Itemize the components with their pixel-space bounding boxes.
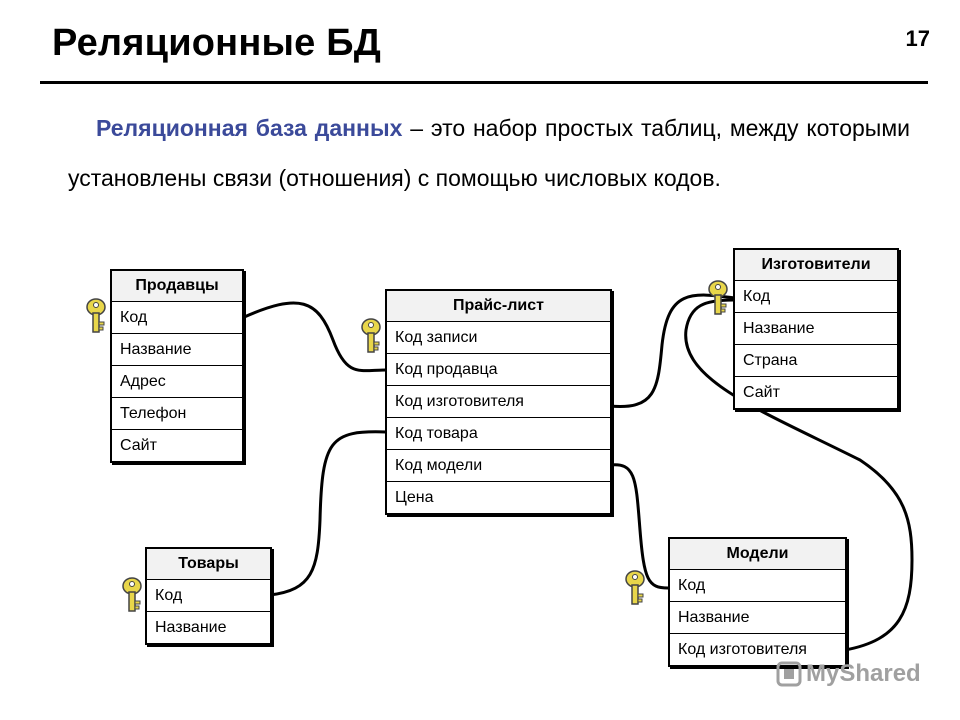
table-sellers: Продавцы Код Название Адрес Телефон Сайт (110, 269, 244, 463)
link-goods-price (268, 430, 388, 597)
table-field: Код (735, 281, 897, 313)
key-icon (625, 570, 645, 605)
table-field: Код (147, 580, 270, 612)
key-icon (86, 298, 106, 333)
watermark: MyShared (776, 660, 921, 688)
table-field: Код изготовителя (387, 386, 610, 418)
key-icon (122, 577, 142, 612)
table-title: Изготовители (735, 250, 897, 281)
intro-text: – это набор простых таблиц, между которы… (68, 115, 910, 191)
table-goods: Товары Код Название (145, 547, 272, 645)
table-field: Код модели (387, 450, 610, 482)
table-models: Модели Код Название Код изготовителя (668, 537, 847, 667)
link-price-models (608, 463, 670, 590)
myshared-logo-icon (776, 661, 802, 687)
table-field: Телефон (112, 398, 242, 430)
table-field: Название (112, 334, 242, 366)
table-field: Код продавца (387, 354, 610, 386)
table-manufacturers: Изготовители Код Название Страна Сайт (733, 248, 899, 410)
table-field: Название (155, 619, 227, 636)
key-icon (708, 280, 728, 315)
title-divider (40, 81, 928, 84)
table-field: Код изготовителя (678, 641, 807, 658)
table-price-list: Прайс-лист Код записи Код продавца Код и… (385, 289, 612, 515)
table-title: Товары (147, 549, 270, 580)
table-field: Код товара (387, 418, 610, 450)
table-field: Адрес (112, 366, 242, 398)
table-field: Сайт (120, 437, 157, 454)
table-field: Код записи (387, 322, 610, 354)
watermark-text: MyShared (806, 660, 921, 687)
table-field: Страна (735, 345, 897, 377)
table-field: Название (670, 602, 845, 634)
table-title: Модели (670, 539, 845, 570)
table-title: Продавцы (112, 271, 242, 302)
table-field: Цена (395, 489, 434, 506)
page-number: 17 (905, 26, 930, 51)
link-sellers-price (240, 301, 388, 373)
link-models-makers (684, 298, 914, 652)
table-field: Код (112, 302, 242, 334)
table-title: Прайс-лист (387, 291, 610, 322)
link-price-makers (608, 293, 737, 408)
intro-paragraph: Реляционная база данных – это набор прос… (68, 103, 910, 203)
page-title: Реляционные БД (52, 22, 382, 64)
key-icon (361, 318, 381, 353)
table-field: Код (670, 570, 845, 602)
table-field: Сайт (743, 384, 780, 401)
table-field: Название (735, 313, 897, 345)
intro-term: Реляционная база данных (96, 115, 403, 141)
